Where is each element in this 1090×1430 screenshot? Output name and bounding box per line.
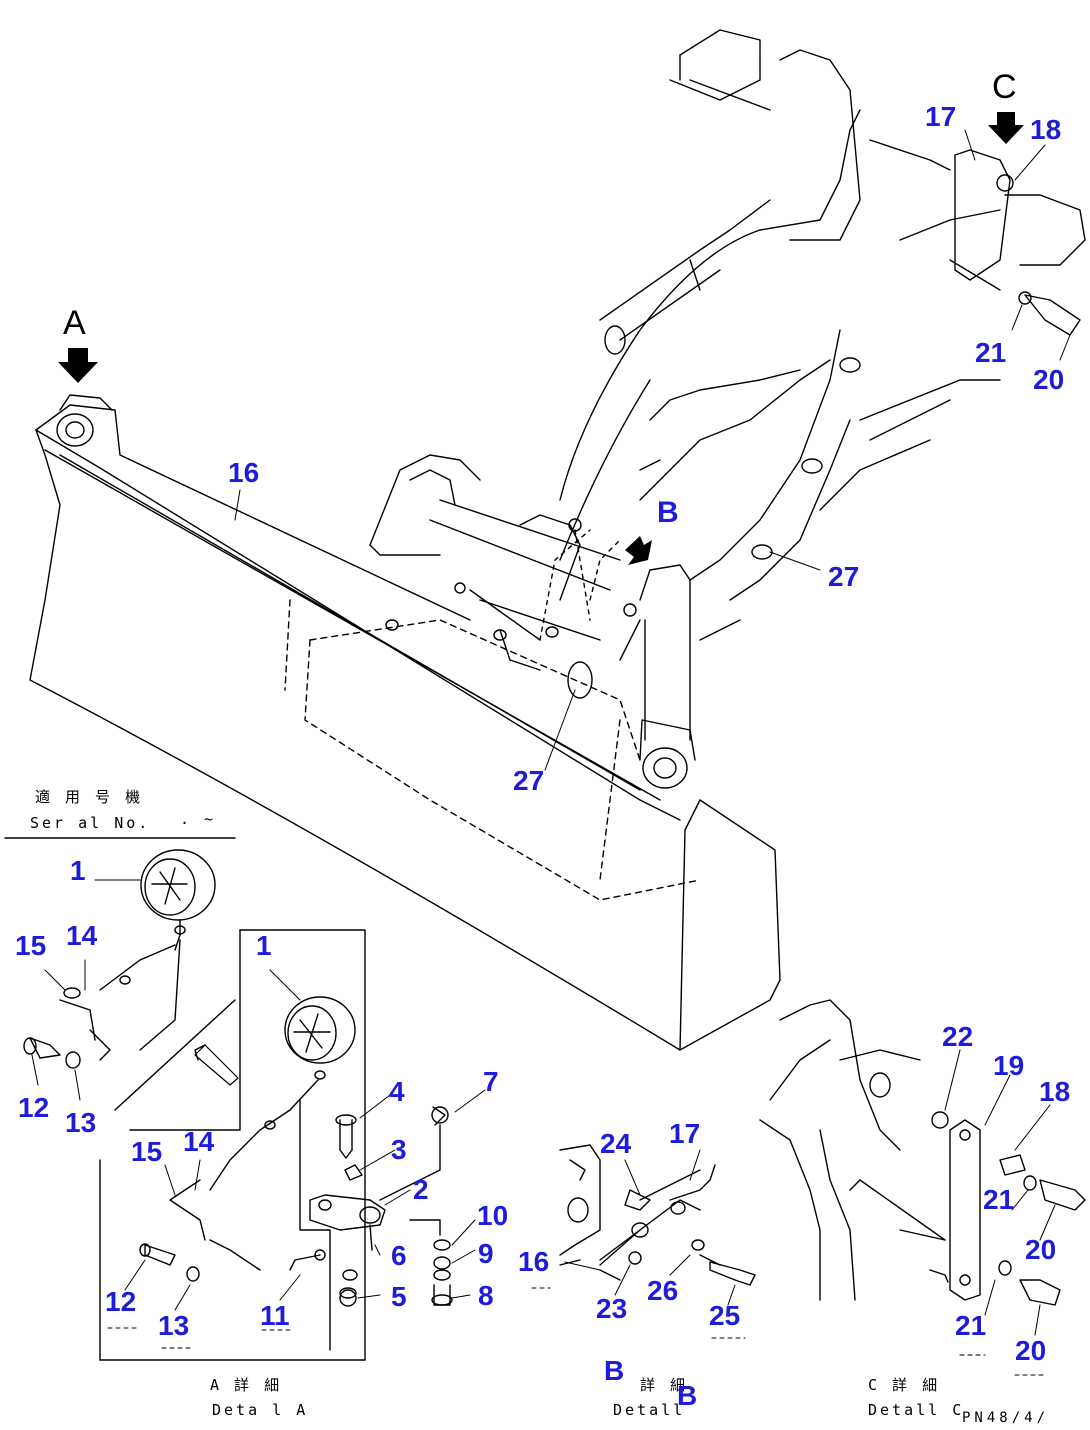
- callout-10[interactable]: 10: [477, 1200, 509, 1231]
- caption-c-en: Detall C: [868, 1401, 965, 1419]
- callout-11[interactable]: 11: [260, 1300, 290, 1331]
- callout-16-b[interactable]: 16: [518, 1246, 550, 1277]
- callout-25[interactable]: 25: [709, 1300, 741, 1331]
- callout-18[interactable]: 18: [1030, 114, 1062, 145]
- callout-7[interactable]: 7: [483, 1066, 499, 1097]
- callout-13-inner[interactable]: 13: [158, 1310, 190, 1341]
- detail-c: [759, 999, 1086, 1336]
- callout-17-b[interactable]: 17: [669, 1118, 701, 1149]
- callout-21[interactable]: 21: [975, 337, 1007, 368]
- callout-18-c[interactable]: 18: [1039, 1076, 1071, 1107]
- callout-2[interactable]: 2: [413, 1174, 429, 1205]
- caption-b-letter: B: [604, 1355, 625, 1386]
- caption-b-jp: 詳 細: [640, 1376, 689, 1394]
- callout-16[interactable]: 16: [228, 457, 260, 488]
- callout-20[interactable]: 20: [1033, 364, 1065, 395]
- callout-4[interactable]: 4: [389, 1076, 405, 1107]
- callout-12-outer[interactable]: 12: [18, 1092, 50, 1123]
- blade: [29, 394, 781, 1051]
- callout-ticks: [107, 1287, 1046, 1376]
- callout-3[interactable]: 3: [391, 1134, 407, 1165]
- blade-hidden-lines: [284, 599, 701, 901]
- view-letter-c: C: [992, 68, 1017, 106]
- frame: [369, 454, 691, 741]
- caption-b-en: Detall: [613, 1401, 686, 1419]
- callout-1-inner[interactable]: 1: [256, 930, 272, 961]
- callout-13-outer[interactable]: 13: [65, 1107, 97, 1138]
- callout-9[interactable]: 9: [478, 1238, 494, 1269]
- bracket-c-main: [949, 149, 1086, 336]
- view-letter-b: B: [657, 496, 679, 529]
- serial-heading-jp: 適 用 号 機: [35, 788, 144, 806]
- callout-15-inner[interactable]: 15: [131, 1136, 163, 1167]
- callout-15-outer[interactable]: 15: [15, 930, 47, 961]
- detail-a: [4, 837, 366, 1361]
- callout-21-c-upper[interactable]: 21: [983, 1184, 1015, 1215]
- harness-hidden: [539, 529, 621, 641]
- callout-22[interactable]: 22: [942, 1021, 974, 1052]
- callout-1-outer[interactable]: 1: [70, 855, 86, 886]
- callout-12-inner[interactable]: 12: [105, 1286, 137, 1317]
- caption-c-jp: C 詳 細: [868, 1376, 941, 1394]
- callout-14-outer[interactable]: 14: [66, 920, 98, 951]
- callout-21-c-lower[interactable]: 21: [955, 1310, 987, 1341]
- callout-19[interactable]: 19: [993, 1050, 1025, 1081]
- callout-27b[interactable]: 27: [513, 765, 545, 796]
- callout-20-c-upper[interactable]: 20: [1025, 1234, 1057, 1265]
- callout-14-inner[interactable]: 14: [183, 1126, 215, 1157]
- lift-arm: [385, 29, 1001, 641]
- leader-lines: [234, 129, 1071, 771]
- callout-6[interactable]: 6: [391, 1240, 407, 1271]
- callout-5[interactable]: 5: [391, 1281, 407, 1312]
- serial-range: . ~: [180, 810, 217, 828]
- callout-8[interactable]: 8: [478, 1280, 494, 1311]
- serial-heading-en: Ser al No.: [30, 814, 151, 832]
- hardware-parts: [309, 1089, 486, 1307]
- callout-23[interactable]: 23: [596, 1293, 628, 1324]
- callout-27[interactable]: 27: [828, 561, 860, 592]
- detail-b: [559, 1144, 756, 1306]
- callout-26[interactable]: 26: [647, 1275, 679, 1306]
- caption-a-en: Deta l A: [212, 1401, 309, 1419]
- view-arrows[interactable]: [58, 112, 1024, 565]
- drawing-reference: PN48/4/: [962, 1410, 1050, 1426]
- view-letter-a: A: [63, 304, 86, 342]
- callout-20-c-lower[interactable]: 20: [1015, 1335, 1047, 1366]
- callout-24[interactable]: 24: [600, 1128, 632, 1159]
- caption-a-jp: A 詳 細: [210, 1376, 283, 1394]
- caption-b-letter-2: B: [677, 1380, 698, 1411]
- callout-17[interactable]: 17: [925, 101, 957, 132]
